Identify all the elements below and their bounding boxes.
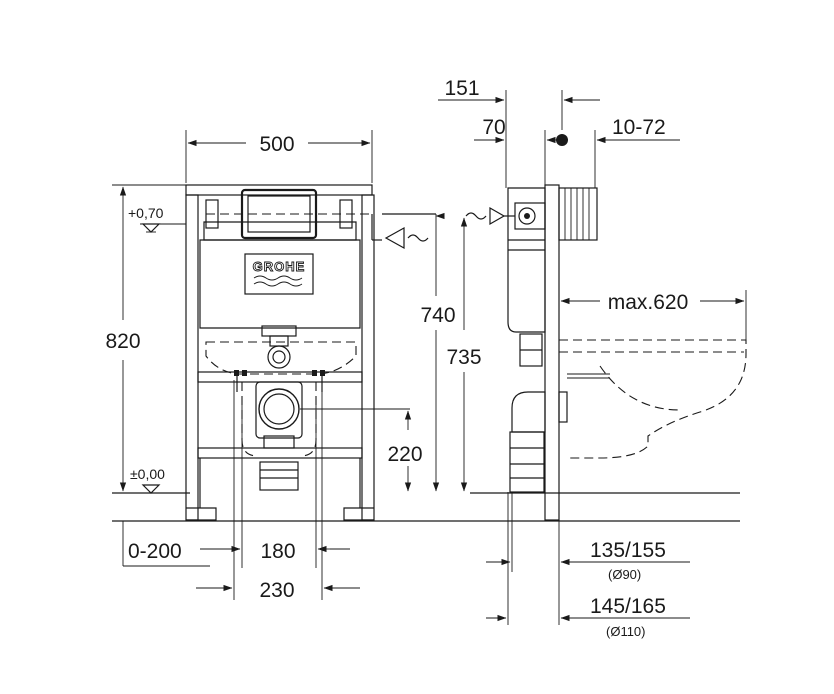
dim-wall-10-72: 10-72: [594, 116, 680, 188]
dim-text-adjust: 0-200: [128, 540, 182, 563]
logo-text: GROHE: [253, 259, 306, 274]
dim-bowl-620: max.620: [560, 290, 747, 340]
dim-text-width: 500: [259, 133, 294, 156]
front-view-frame: [185, 184, 375, 521]
dim-width-500: 500: [185, 130, 373, 183]
dim-text-depth-total: 151: [444, 77, 479, 100]
floor-line: [112, 492, 740, 522]
level-text-top: +0,70: [128, 205, 164, 221]
dim-text-depth-frame: 70: [482, 116, 505, 139]
dim-text-pipe-small: 135/155: [590, 539, 666, 562]
dim-text-pipe-small-dia: (Ø90): [608, 567, 641, 582]
dim-text-wall-gap: 10-72: [612, 116, 666, 139]
dim-depth-70: 70: [474, 116, 557, 185]
dim-text-pipe-large: 145/165: [590, 595, 666, 618]
bowl-outline-side: [559, 339, 747, 459]
flush-valve: [261, 325, 297, 369]
grohe-logo: GROHE: [244, 253, 314, 295]
dim-adjust-0-200: 0-200: [122, 521, 241, 567]
dim-inlet-735: 735: [446, 217, 482, 492]
drain-elbow-front: [234, 370, 325, 491]
dim-text-spacing-inner: 180: [260, 540, 295, 563]
dim-inlet-740: 740: [420, 214, 456, 492]
dim-height-820: 820: [105, 184, 186, 492]
water-inlet-front: [382, 213, 436, 250]
level-text-floor: ±0,00: [130, 466, 165, 482]
level-mark-floor: ±0,00: [130, 466, 165, 494]
side-view-frame: [507, 184, 598, 521]
dim-text-bowl: max.620: [608, 291, 689, 314]
dim-drain-220: 220: [300, 408, 423, 492]
dim-text-inlet-side: 735: [446, 346, 481, 369]
level-mark-top: +0,70: [128, 205, 186, 233]
dim-spacing: 180 230: [196, 380, 360, 602]
dim-depth-151: 151: [438, 77, 600, 188]
cistern: [199, 188, 382, 329]
dim-text-height: 820: [105, 330, 140, 353]
dim-text-pipe-large-dia: (Ø110): [606, 624, 646, 639]
wall-mount-dot: [556, 134, 568, 146]
dim-pipe-offsets: 135/155 (Ø90) 145/165 (Ø110): [486, 492, 690, 639]
dim-text-inlet-front: 740: [420, 304, 455, 327]
dim-text-drain: 220: [387, 443, 422, 466]
water-inlet-side: [465, 206, 515, 226]
dim-text-spacing-outer: 230: [259, 579, 294, 602]
